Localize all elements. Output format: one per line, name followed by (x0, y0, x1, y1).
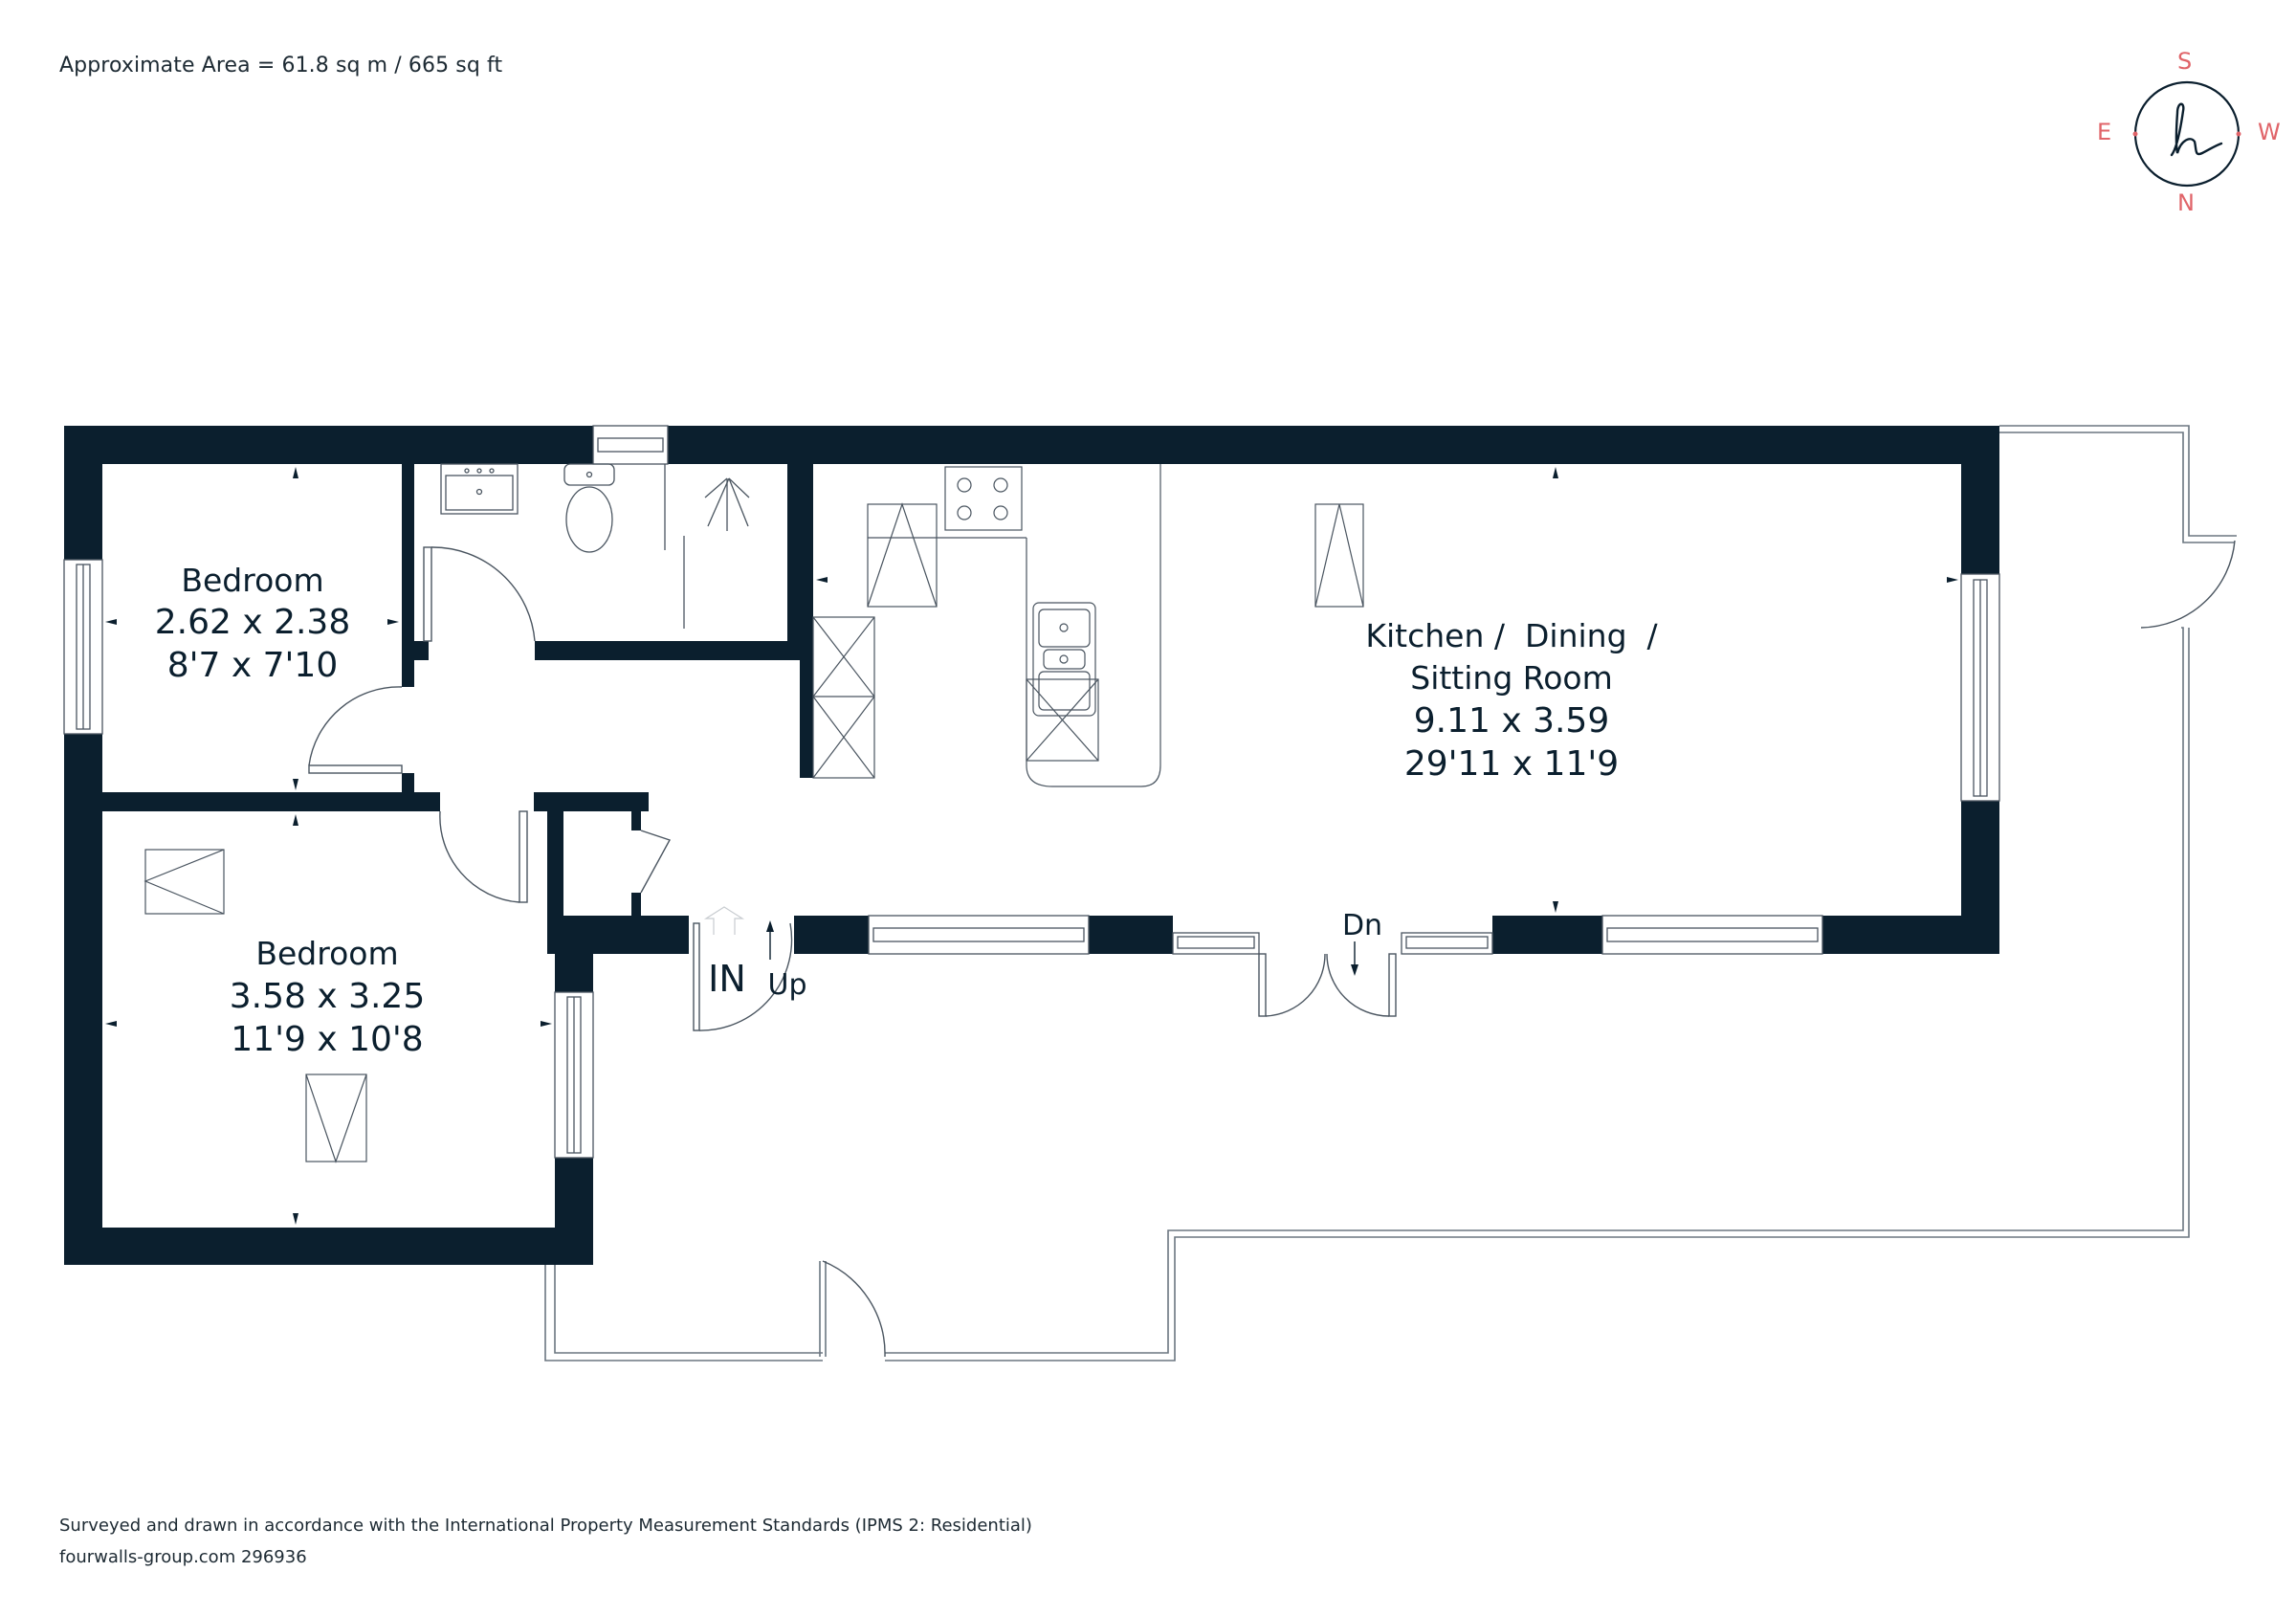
shower-icon (704, 477, 750, 531)
hob-icon (944, 466, 1023, 531)
bedroom-fixtures (144, 849, 367, 1163)
toilet-icon (563, 463, 615, 486)
compass-south-label: S (2177, 48, 2193, 75)
basin-icon (440, 463, 519, 515)
bedroom-1-imperial: 8'7 x 7'10 (167, 646, 339, 685)
kitchen-metric: 9.11 x 3.59 (1414, 701, 1610, 741)
bedroom-2-name: Bedroom (255, 935, 398, 972)
stair-arrows (703, 906, 1358, 976)
compass-east-label: E (2097, 119, 2112, 145)
bedroom-1-name: Bedroom (181, 562, 323, 599)
kitchen-cabinet (812, 616, 875, 779)
bedroom-1-metric: 2.62 x 2.38 (155, 603, 351, 642)
bathroom-fixtures (440, 463, 750, 629)
compass-rose: S N E W (2095, 48, 2286, 220)
compass-north-label: N (2177, 189, 2195, 216)
kitchen-name-line1: Kitchen / Dining / (1365, 617, 1658, 654)
entrance-label: IN (708, 958, 746, 1000)
room-labels: Bedroom 2.62 x 2.38 8'7 x 7'10 Bedroom 3… (155, 562, 1659, 1059)
compass-west-label: W (2258, 119, 2281, 145)
stairs-down-label: Dn (1342, 909, 1382, 942)
kitchen-imperial: 29'11 x 11'9 (1404, 744, 1619, 784)
footer-reference-text: fourwalls-group.com 296936 (59, 1547, 307, 1567)
footer: Surveyed and drawn in accordance with th… (59, 1510, 1032, 1573)
fridge-icon (867, 503, 938, 608)
compass-logo-icon (2132, 80, 2241, 188)
windows (63, 425, 2000, 1159)
bedroom-2-metric: 3.58 x 3.25 (230, 977, 426, 1016)
footer-standards-text: Surveyed and drawn in accordance with th… (59, 1516, 1032, 1536)
terrace-door-arcs (822, 540, 2236, 1358)
terrace-outline (544, 425, 2237, 1361)
kitchen-name-line2: Sitting Room (1410, 659, 1613, 697)
dimension-arrows (105, 467, 1958, 1225)
doors (308, 546, 1397, 1031)
approximate-area-text: Approximate Area = 61.8 sq m / 665 sq ft (59, 54, 503, 77)
bedroom-2-imperial: 11'9 x 10'8 (231, 1020, 423, 1059)
sink-icon (1032, 602, 1096, 717)
walls (64, 426, 1999, 1265)
sofa-icon (1314, 503, 1364, 608)
kitchen-fixtures (812, 464, 1364, 787)
stairs-up-label: Up (767, 968, 806, 1002)
